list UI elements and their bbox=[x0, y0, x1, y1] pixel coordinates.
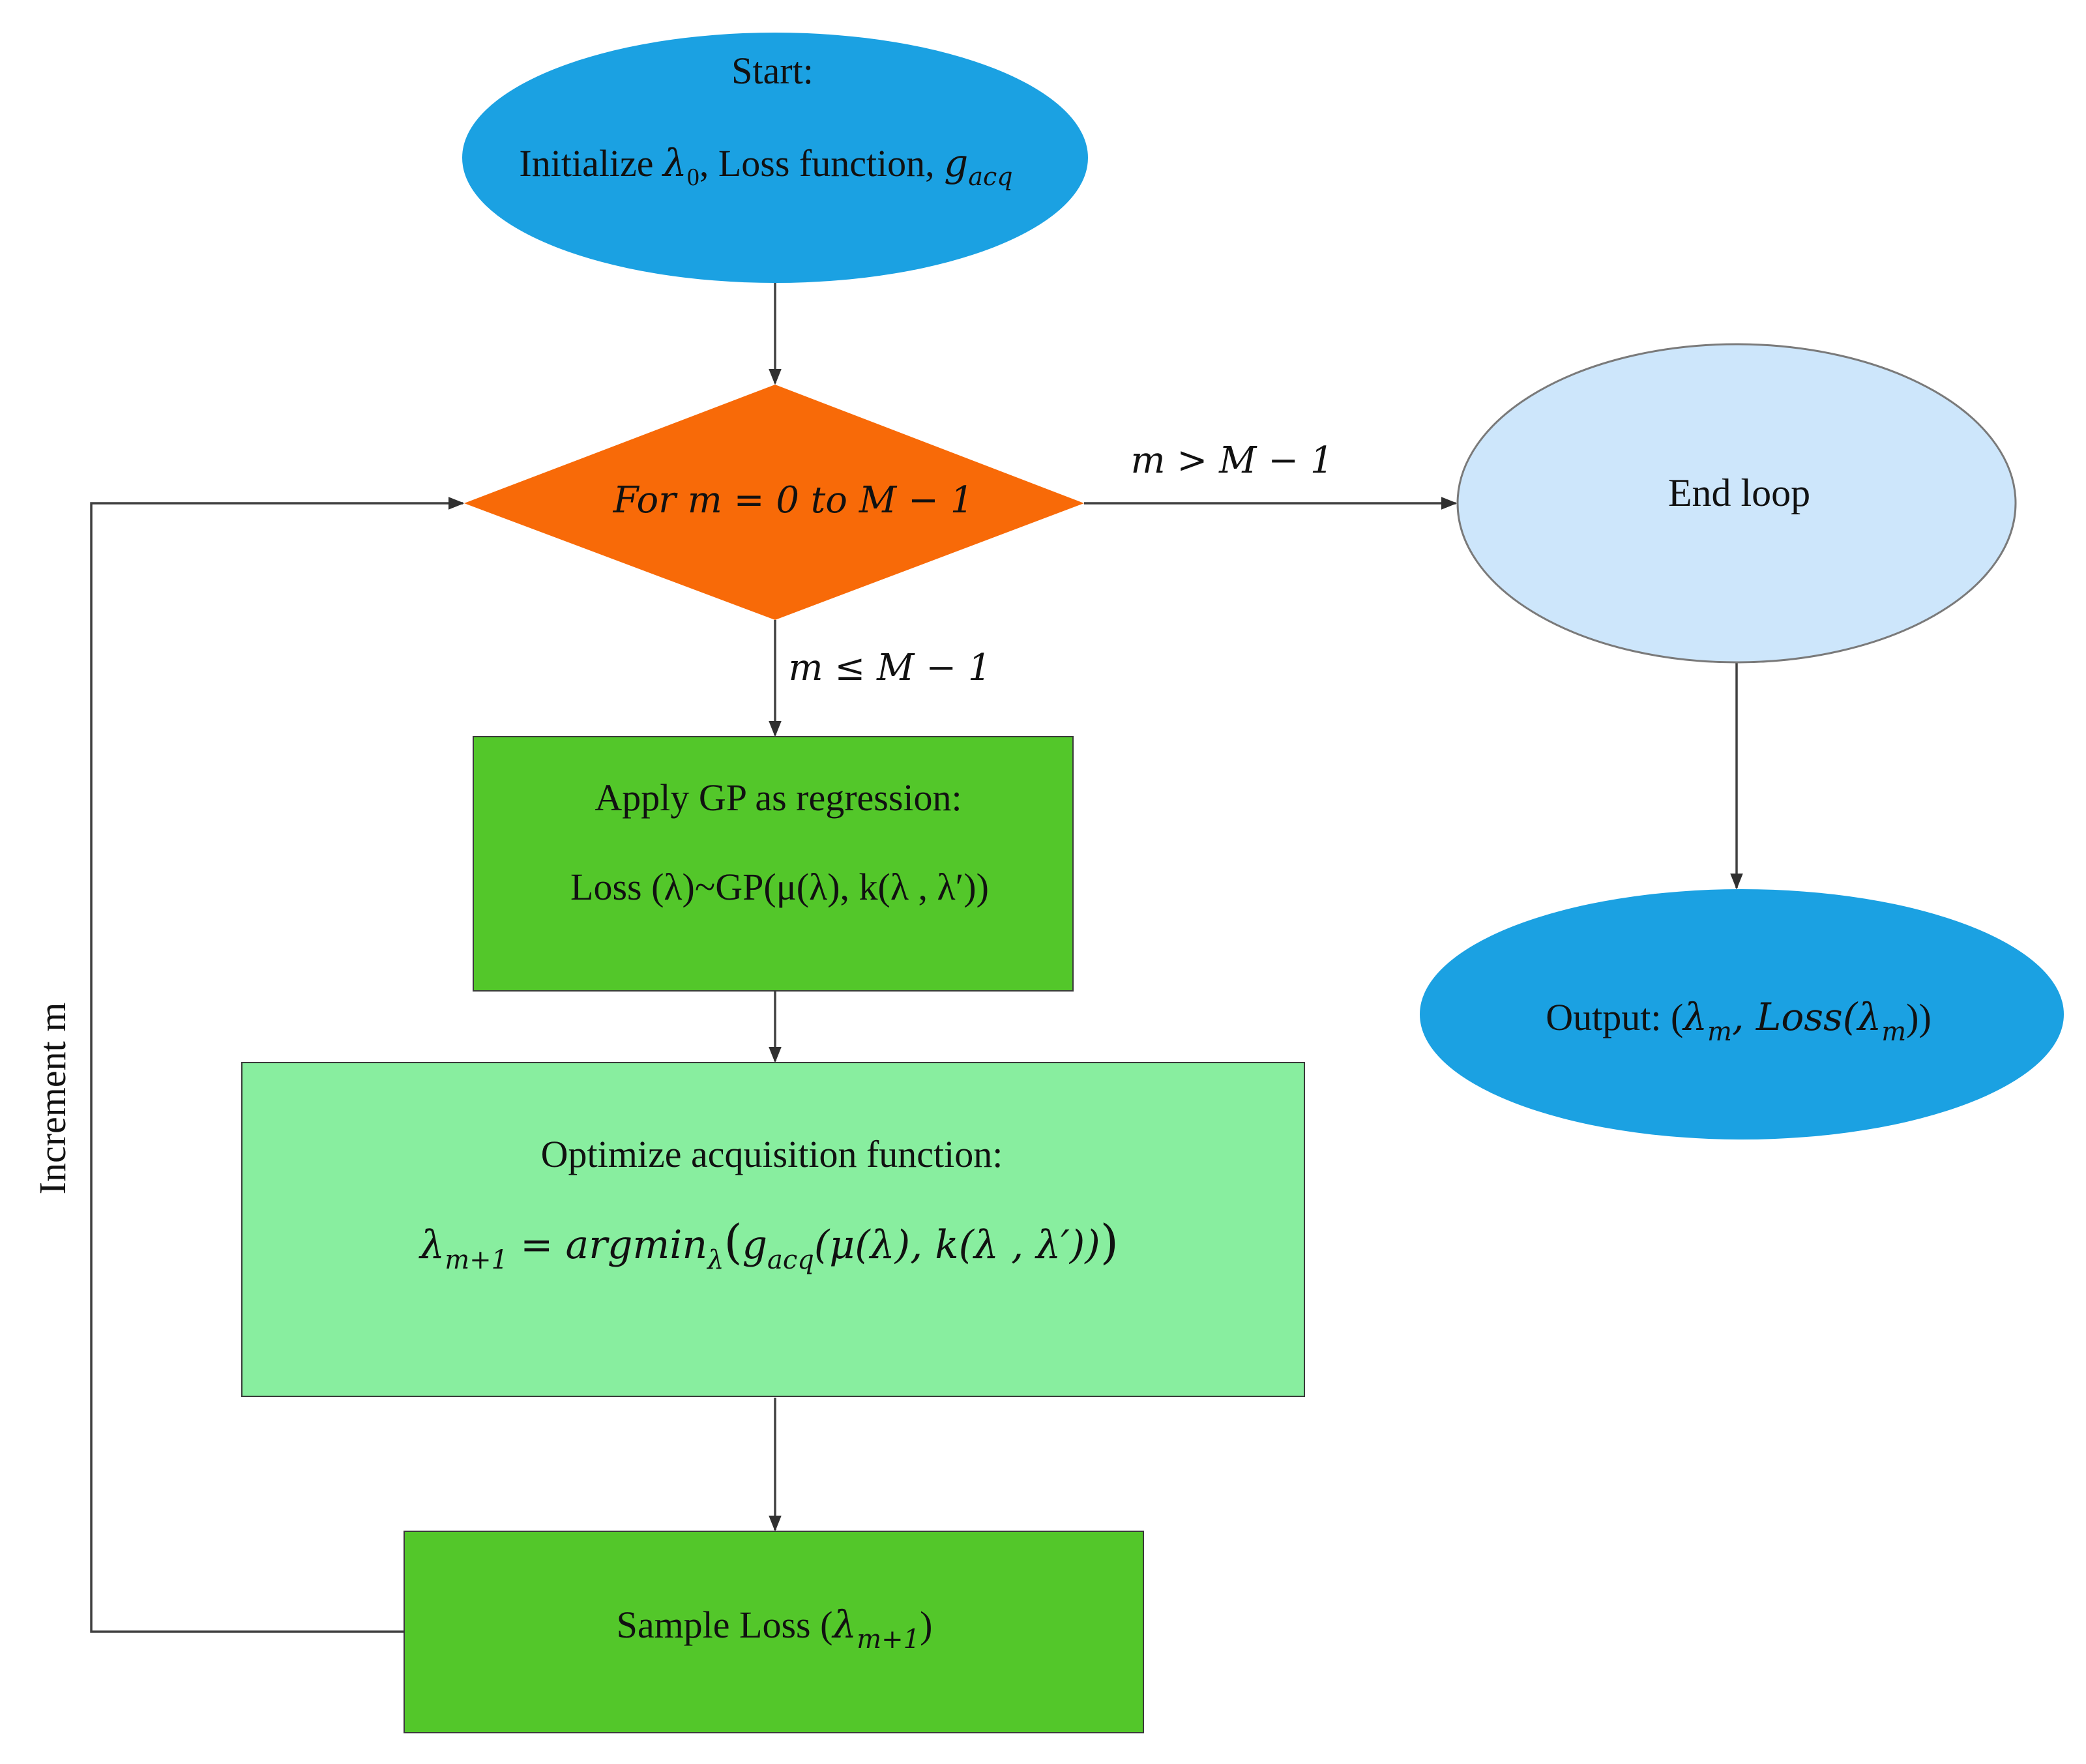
start-title: Start: bbox=[731, 50, 814, 92]
loop-decision-node: For m = 0 to M − 1 bbox=[464, 385, 1084, 620]
edge-loop-back bbox=[90, 497, 465, 1633]
acquisition-title: Optimize acquisition function: bbox=[541, 1133, 1003, 1175]
end-loop-ellipse bbox=[1456, 343, 2017, 664]
increment-label: Increment m bbox=[31, 1003, 74, 1195]
output-label: Output: (λm, Loss(λm)) bbox=[1546, 995, 1932, 1047]
gp-regression-title: Apply GP as regression: bbox=[595, 776, 962, 819]
end-loop-node: End loop bbox=[1456, 343, 2017, 664]
acquisition-formula: λm+1 = argminλ(gacq(μ(λ), k(λ , λ′))) bbox=[419, 1214, 1119, 1275]
sample-label: Sample Loss (λm+1) bbox=[617, 1602, 933, 1654]
sample-node: Sample Loss (λm+1) bbox=[404, 1531, 1144, 1733]
start-node: Start: Initialize λ0, Loss function, gac… bbox=[462, 33, 1088, 283]
start-initialize-text: Initialize λ0, Loss function, gacq bbox=[519, 141, 1012, 191]
end-loop-label: End loop bbox=[1668, 471, 1810, 514]
gp-regression-box bbox=[473, 736, 1074, 992]
acquisition-node: Optimize acquisition function: λm+1 = ar… bbox=[241, 1062, 1305, 1397]
output-ellipse bbox=[1420, 889, 2064, 1139]
sample-box bbox=[404, 1531, 1144, 1733]
loop-decision-diamond bbox=[464, 385, 1084, 620]
gp-regression-node: Apply GP as regression: Loss (λ)~GP(μ(λ)… bbox=[473, 736, 1074, 992]
loop-decision-label: For m = 0 to M − 1 bbox=[613, 479, 974, 522]
acquisition-box bbox=[241, 1062, 1305, 1397]
continue-condition-label: m ≤ M − 1 bbox=[788, 647, 991, 689]
gp-regression-formula: Loss (λ)~GP(μ(λ), k(λ , λ′)) bbox=[570, 866, 989, 908]
exit-condition-label: m > M − 1 bbox=[1130, 439, 1333, 482]
start-ellipse bbox=[462, 33, 1088, 283]
output-node: Output: (λm, Loss(λm)) bbox=[1420, 889, 2064, 1139]
